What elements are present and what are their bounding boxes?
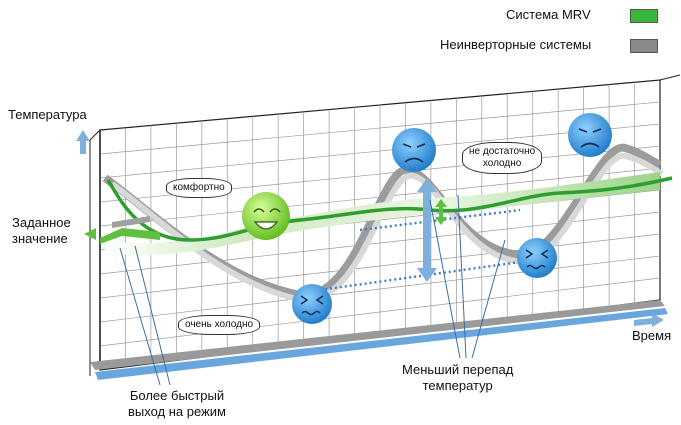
- small-difference-arrow: [435, 199, 447, 225]
- faster-mode-label: Более быстрый выход на режим: [128, 388, 226, 419]
- setpoint-label: Заданное значение: [12, 215, 71, 246]
- x-axis-arrow-icon: [634, 313, 664, 327]
- legend-non-inverter-label: Неинверторные системы: [440, 37, 592, 52]
- grid-line-horizontal: [99, 255, 661, 323]
- smaller-difference-label: Меньший перепад температур: [402, 362, 514, 393]
- mrv-curve: [106, 176, 673, 242]
- large-difference-arrow: [417, 178, 437, 282]
- legend-non-inverter-swatch: [630, 39, 658, 53]
- bubble-not-cold-enough: не достаточно холодно: [462, 142, 543, 174]
- y-axis-label: Температура: [8, 107, 87, 122]
- bubble-very-cold: очень холодно: [178, 315, 261, 335]
- angry-cold-face-icon: [568, 113, 612, 157]
- grid-line-horizontal: [99, 233, 661, 299]
- legend-mrv-swatch: [630, 9, 658, 23]
- angry-cold-face-icon: [392, 128, 436, 172]
- grid-line-horizontal: [99, 101, 661, 155]
- very-cold-face-icon: [517, 238, 557, 278]
- callout-lines: [119, 194, 506, 386]
- x-axis-label: Время: [632, 328, 672, 343]
- legend-mrv-label: Система MRV: [506, 7, 591, 22]
- y-axis-arrow-icon: [76, 130, 90, 154]
- happy-face-icon: [242, 192, 290, 240]
- timeline-floor: [90, 300, 668, 380]
- grid-line-horizontal: [99, 123, 661, 179]
- setpoint-arrows: [84, 216, 160, 244]
- very-cold-face-icon: [292, 284, 332, 324]
- grid-line-horizontal: [99, 277, 661, 347]
- bubble-comfortable: комфортно: [166, 178, 232, 198]
- mrv-ribbon: [105, 172, 660, 255]
